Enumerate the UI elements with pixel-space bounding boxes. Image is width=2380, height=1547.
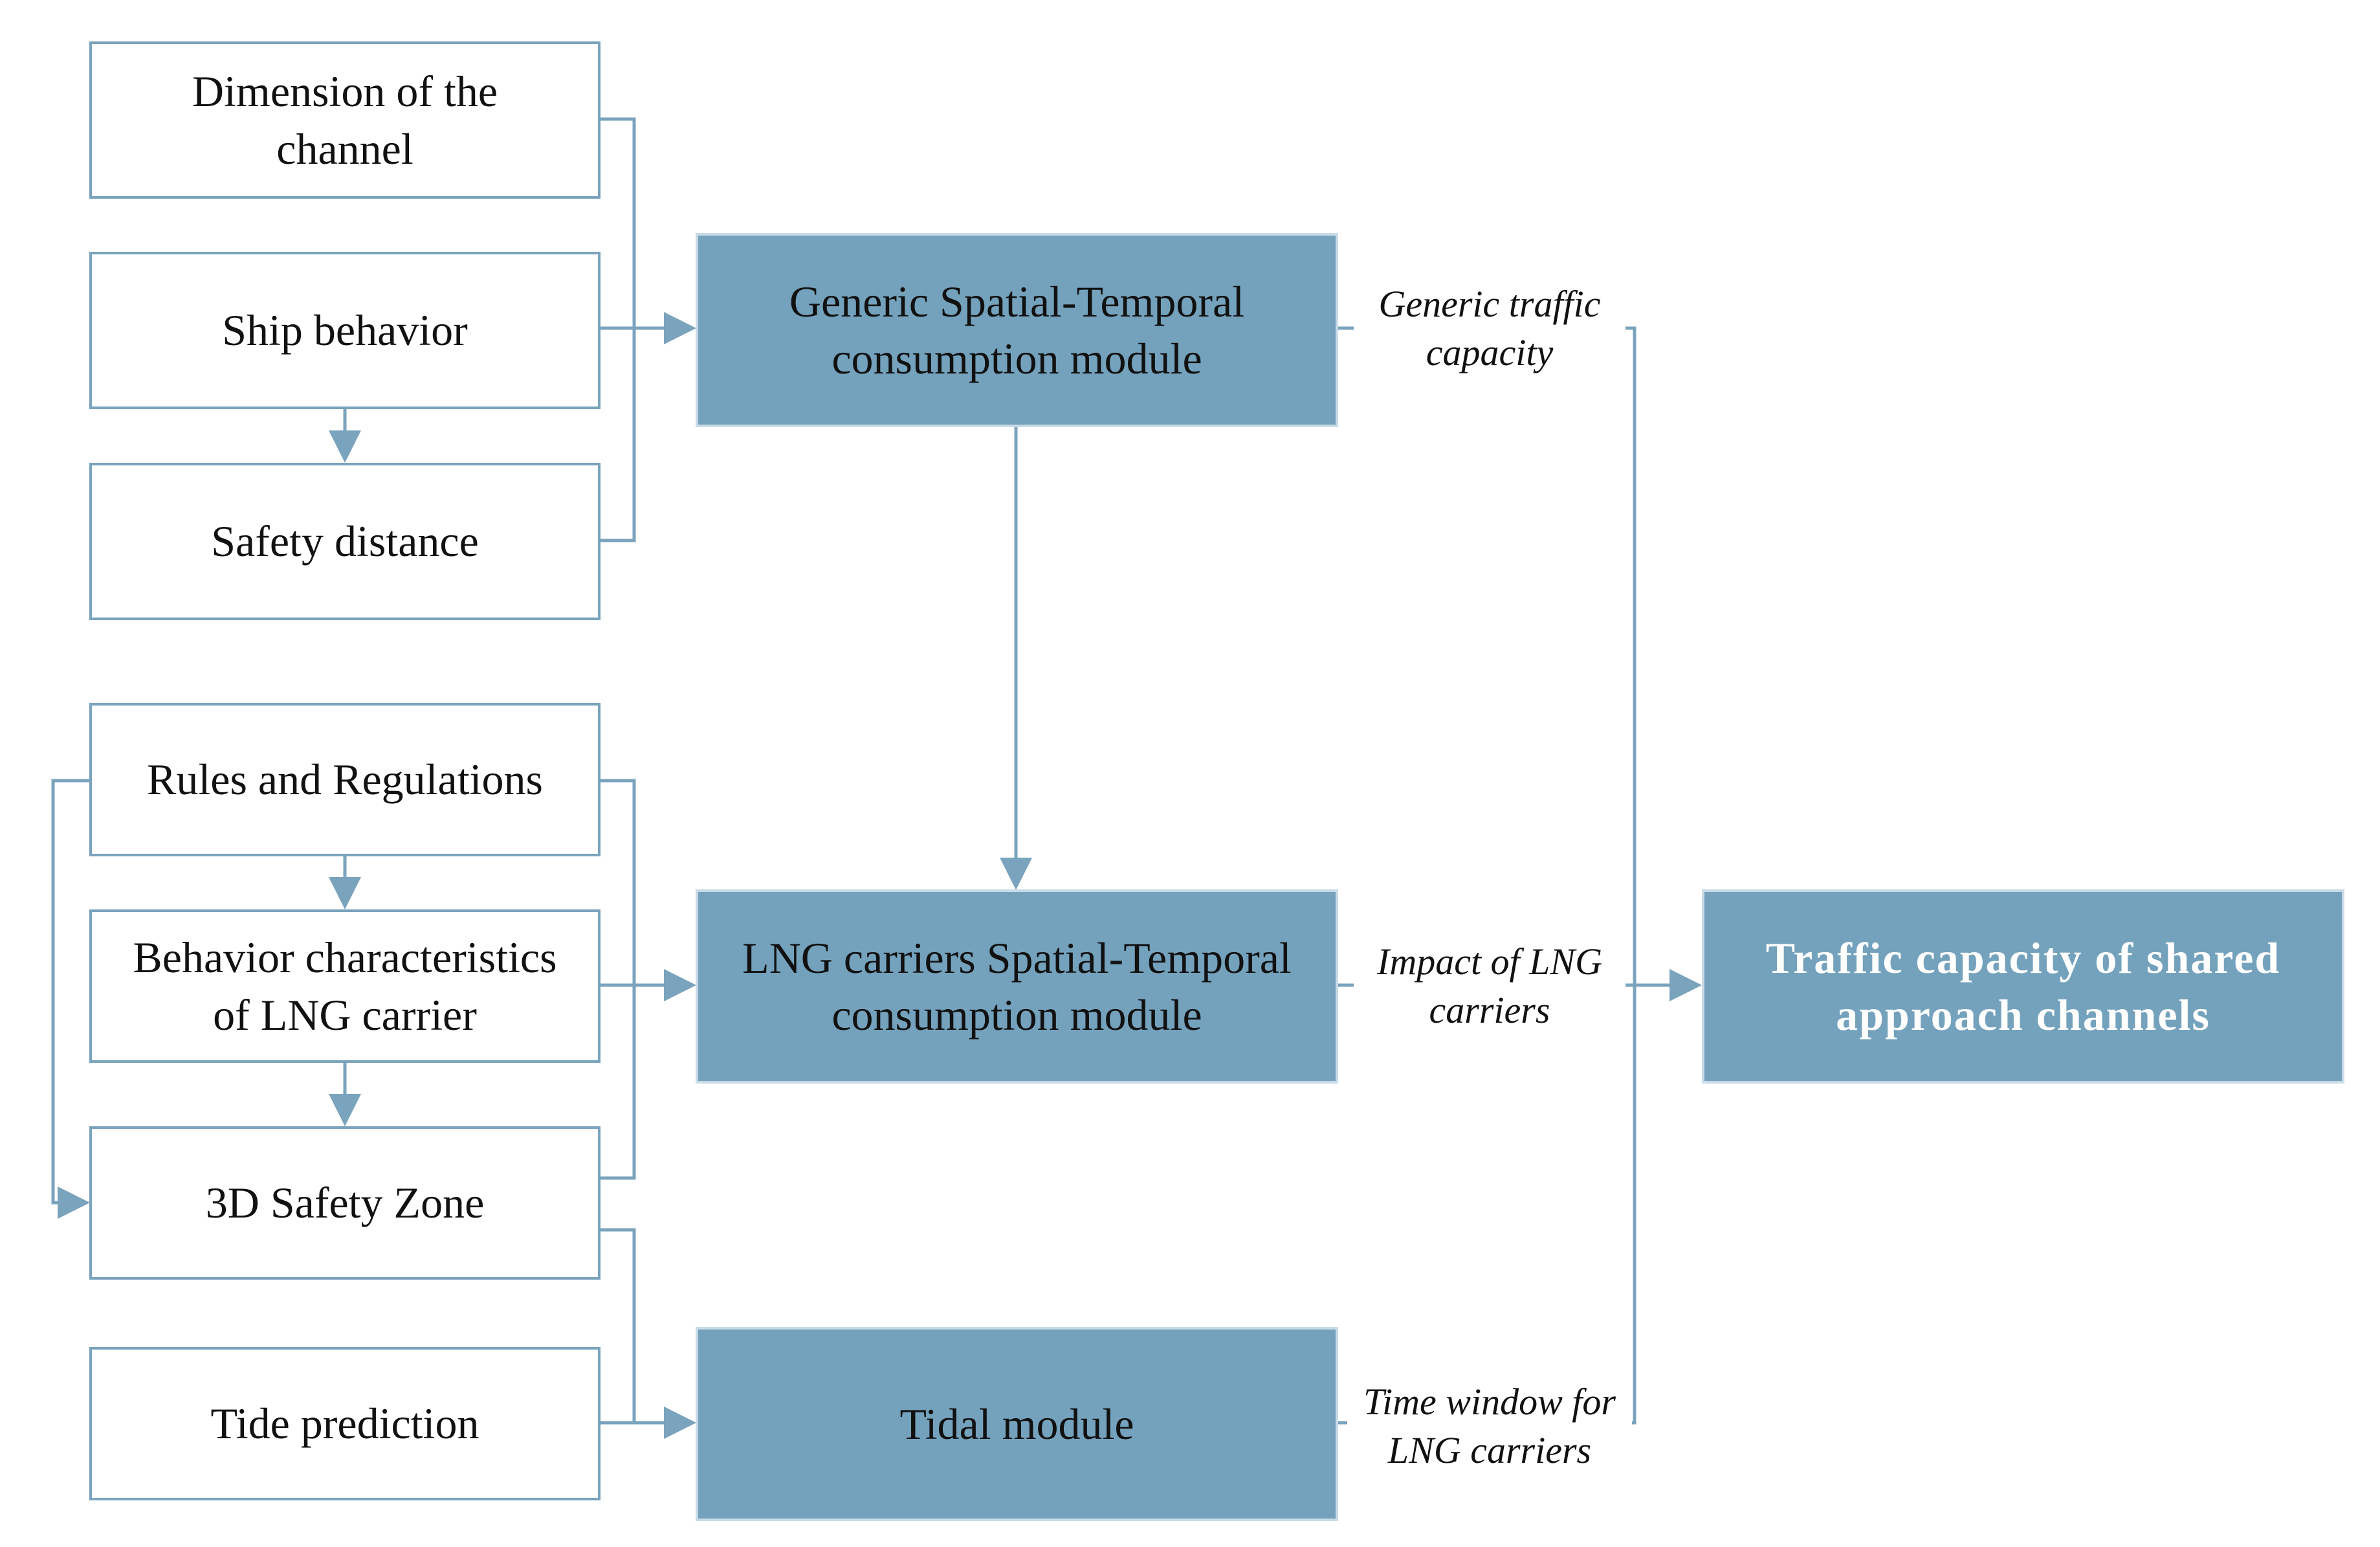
generic-module-text: Generic Spatial-Temporal consumption mod… — [789, 276, 1245, 383]
lng-behavior-text: Behavior characteristics of LNG carrier — [133, 933, 557, 1040]
label-time-window: Time window for LNG carriers — [1347, 1377, 1632, 1475]
rules-regulations-box: Rules and Regulations — [89, 703, 601, 856]
safety-distance-box: Safety distance — [89, 463, 601, 620]
tidal-module-text: Tidal module — [899, 1399, 1134, 1449]
connector-channel-dimension — [599, 117, 636, 328]
lng-module-text: LNG carriers Spatial-Temporal consumptio… — [742, 933, 1292, 1040]
output-traffic-capacity-text: Traffic capacity of shared approach chan… — [1765, 933, 2281, 1040]
output-traffic-capacity-box: Traffic capacity of shared approach chan… — [1702, 889, 2344, 1084]
tide-prediction-text: Tide prediction — [210, 1399, 479, 1449]
safety-zone-text: 3D Safety Zone — [205, 1178, 485, 1228]
channel-dimension-box: Dimension of the channel — [89, 41, 601, 199]
label-lng-impact: Impact of LNG carriers — [1354, 937, 1625, 1035]
connector-rules-right — [599, 779, 636, 985]
safety-distance-text: Safety distance — [211, 517, 479, 566]
tidal-module-box: Tidal module — [696, 1327, 1338, 1521]
connector-safety-distance — [599, 328, 636, 542]
tide-prediction-box: Tide prediction — [89, 1347, 601, 1500]
connector-generic-out — [1336, 326, 1636, 985]
connector-zone-to-tidal — [599, 1228, 636, 1423]
safety-zone-box: 3D Safety Zone — [89, 1126, 601, 1280]
generic-module-box: Generic Spatial-Temporal consumption mod… — [696, 233, 1338, 427]
lng-module-box: LNG carriers Spatial-Temporal consumptio… — [696, 889, 1338, 1084]
channel-dimension-text: Dimension of the channel — [192, 67, 498, 173]
label-generic-capacity: Generic traffic capacity — [1354, 280, 1625, 377]
rules-regulations-text: Rules and Regulations — [147, 755, 543, 805]
connector-zone-right — [599, 985, 636, 1180]
lng-behavior-box: Behavior characteristics of LNG carrier — [89, 909, 601, 1063]
ship-behavior-text: Ship behavior — [222, 306, 468, 355]
connector-tidal-out — [1336, 985, 1636, 1425]
ship-behavior-box: Ship behavior — [89, 252, 601, 409]
arrow-rules-to-zone — [51, 779, 90, 1219]
